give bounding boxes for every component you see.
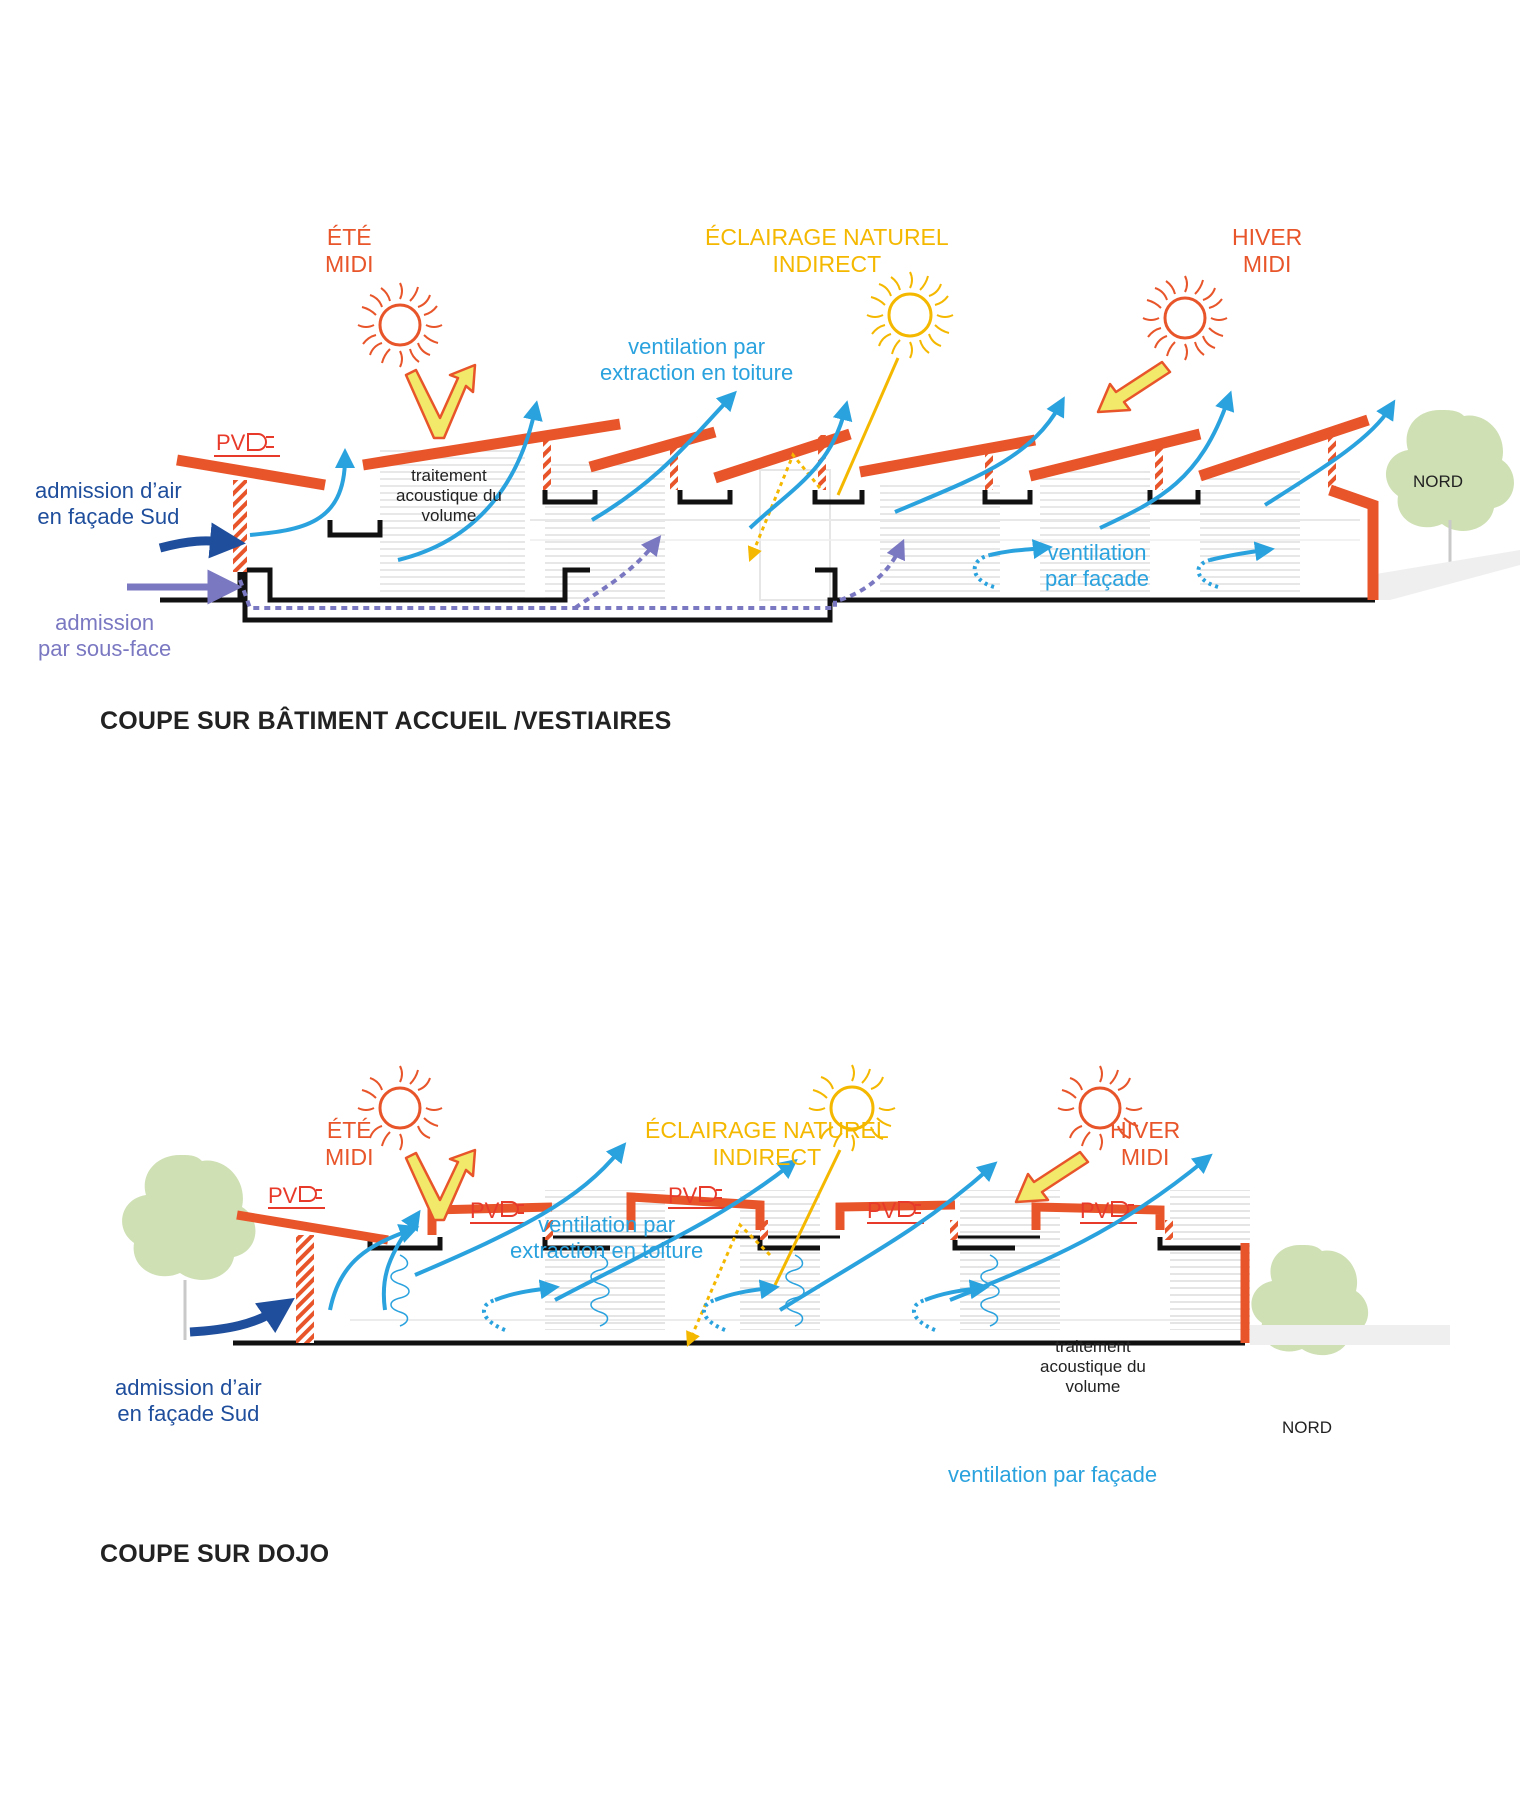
north-label: NORD: [1282, 1418, 1333, 1437]
pv-panel: PV: [214, 430, 280, 457]
section-accueil-vestiaires: PV: [0, 0, 1540, 760]
sun-icon: [357, 282, 443, 368]
air-intake-arrow: [189, 1297, 295, 1337]
plug-icon: [268, 1186, 1137, 1224]
summer-sun-arrow: [404, 363, 477, 440]
plug-icon: [247, 433, 274, 451]
pv-label: PV: [1080, 1198, 1110, 1223]
south-wall: [296, 1235, 314, 1343]
section-diagram: PV PV PV PV PV: [122, 1064, 1450, 1356]
facade-ventilation-arrows: [972, 539, 1275, 589]
light-ray: [773, 1149, 842, 1286]
pv-label: PV: [470, 1198, 500, 1223]
background-elevation: [350, 1190, 1250, 1330]
sun-icon: [808, 1064, 896, 1152]
pv-panels: PV PV PV PV PV: [268, 1183, 1110, 1223]
ceiling-boxes: [367, 1235, 1245, 1251]
ground-shading: [1250, 1325, 1450, 1345]
ground-section: [160, 567, 1375, 623]
pv-label: PV: [867, 1198, 897, 1223]
roofs: [176, 414, 1379, 600]
section-dojo: PV PV PV PV PV: [0, 900, 1540, 1568]
pv-label: PV: [268, 1183, 298, 1208]
tree-icon: [122, 1155, 256, 1340]
facade-ventilation-arrows: [482, 1279, 990, 1332]
swirl-icon: [390, 1254, 1000, 1327]
pv-label: PV: [216, 430, 246, 455]
light-reflection: [686, 1222, 772, 1347]
facade-ventilation-label: ventilation par façade: [948, 1462, 1158, 1487]
summer-sun-arrow: [404, 1148, 477, 1222]
roof-ventilation-arrows: [249, 390, 1396, 562]
ceiling-boxes: [327, 490, 1201, 538]
north-label: NORD: [1413, 472, 1464, 491]
sun-icon: [357, 1065, 443, 1151]
section-caption: COUPE SUR DOJO: [100, 1540, 330, 1568]
section-caption: COUPE SUR BÂTIMENT ACCUEIL /VESTIAIRES: [100, 707, 672, 735]
sun-icon: [1142, 275, 1228, 361]
underfloor-rise-arrow: [573, 535, 662, 610]
light-reflection: [747, 452, 822, 562]
pv-label: PV: [668, 1183, 698, 1208]
air-intake-arrow: [158, 522, 246, 559]
section-diagram: PV: [127, 271, 1520, 623]
winter-sun-arrow: [1014, 1150, 1090, 1204]
underfloor-air-path: [238, 579, 837, 610]
winter-sun-arrow: [1096, 360, 1172, 414]
ground-slope: [1370, 550, 1520, 600]
sun-icon: [866, 271, 954, 359]
south-wall: [233, 480, 247, 572]
light-ray: [836, 357, 900, 496]
sun-icon: [1057, 1065, 1143, 1151]
